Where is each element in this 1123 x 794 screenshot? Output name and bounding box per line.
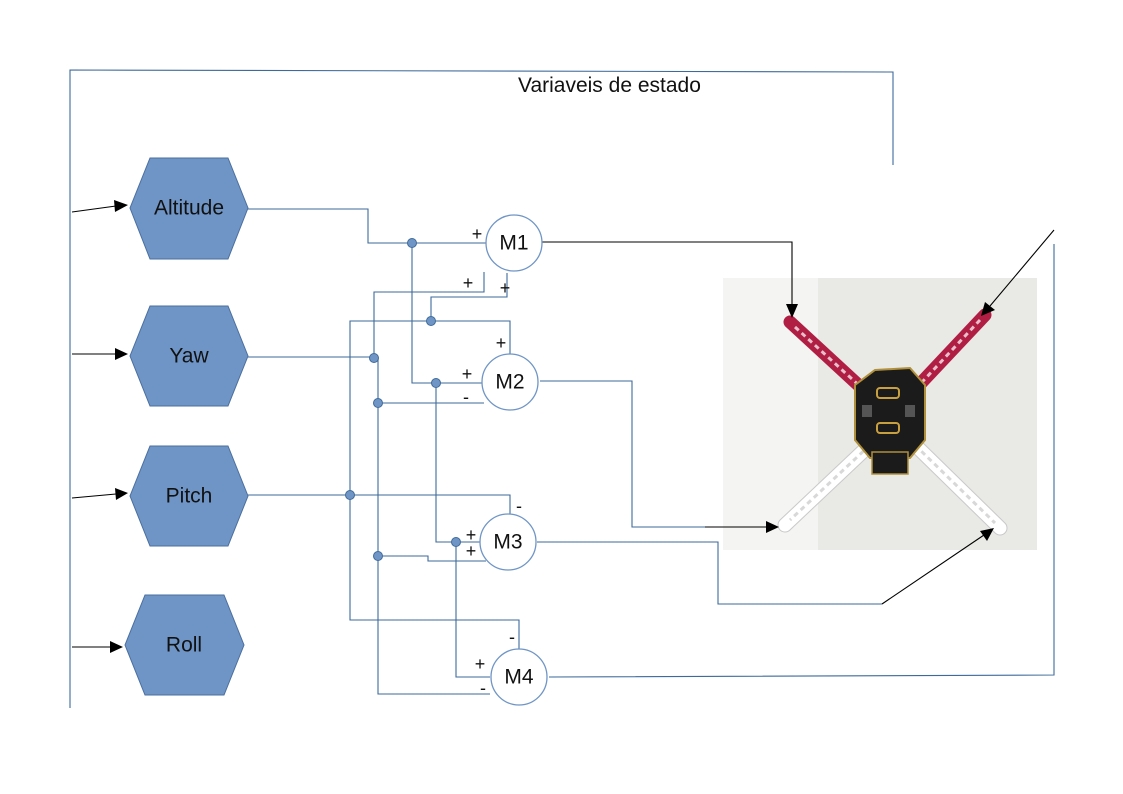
motor-m4-label: M4 bbox=[504, 666, 533, 689]
motor-m1: M1 bbox=[485, 214, 543, 272]
junction-node bbox=[373, 398, 383, 408]
sign-m4-yaw: - bbox=[480, 678, 486, 698]
flight-controller-board bbox=[854, 366, 926, 475]
sign-m4-pitch: - bbox=[509, 627, 515, 647]
sign-m1-pitch: + bbox=[500, 278, 511, 298]
junction-node bbox=[426, 316, 436, 326]
junction-nodes bbox=[345, 238, 461, 561]
sign-m3-yaw: + bbox=[466, 541, 477, 561]
junction-node bbox=[345, 490, 355, 500]
sign-m4-altitude: + bbox=[475, 654, 486, 674]
sign-m2-yaw: - bbox=[463, 387, 469, 407]
sign-m3-pitch: - bbox=[516, 496, 522, 516]
altitude-label: Altitude bbox=[154, 197, 224, 220]
roll-block: Roll bbox=[124, 594, 245, 696]
rear-left-arm bbox=[777, 432, 883, 533]
roll-label: Roll bbox=[166, 634, 202, 657]
sign-m2-pitch: + bbox=[496, 333, 507, 353]
motor-m4: M4 bbox=[490, 648, 548, 706]
motor-m2: M2 bbox=[481, 353, 539, 411]
sign-m1-yaw: + bbox=[463, 273, 474, 293]
yaw-block: Yaw bbox=[129, 305, 249, 407]
pitch-label: Pitch bbox=[166, 485, 213, 508]
input-arrows bbox=[71, 200, 128, 653]
sign-m1-altitude: + bbox=[472, 224, 483, 244]
junction-node bbox=[369, 353, 379, 363]
junction-node bbox=[407, 238, 417, 248]
motor-m3-label: M3 bbox=[493, 531, 522, 554]
motor-m2-label: M2 bbox=[495, 371, 524, 394]
motor-m3: M3 bbox=[479, 513, 537, 571]
rear-right-arm bbox=[902, 432, 1008, 536]
feedback-loop-line bbox=[69, 69, 894, 708]
junction-node bbox=[451, 537, 461, 547]
state-variables-label: Variaveis de estado bbox=[518, 74, 701, 97]
junction-node bbox=[373, 551, 383, 561]
motor-m1-label: M1 bbox=[499, 232, 528, 255]
pitch-block: Pitch bbox=[129, 445, 249, 547]
quadcopter-photo bbox=[723, 278, 1037, 550]
junction-node bbox=[431, 378, 441, 388]
signal-wires bbox=[248, 208, 1055, 695]
motor-input-signs: + + + + + - - + + - + - bbox=[462, 224, 522, 698]
sign-m2-altitude: + bbox=[462, 364, 473, 384]
sign-m3-altitude: + bbox=[466, 525, 477, 545]
altitude-block: Altitude bbox=[129, 157, 249, 260]
yaw-label: Yaw bbox=[169, 345, 209, 368]
